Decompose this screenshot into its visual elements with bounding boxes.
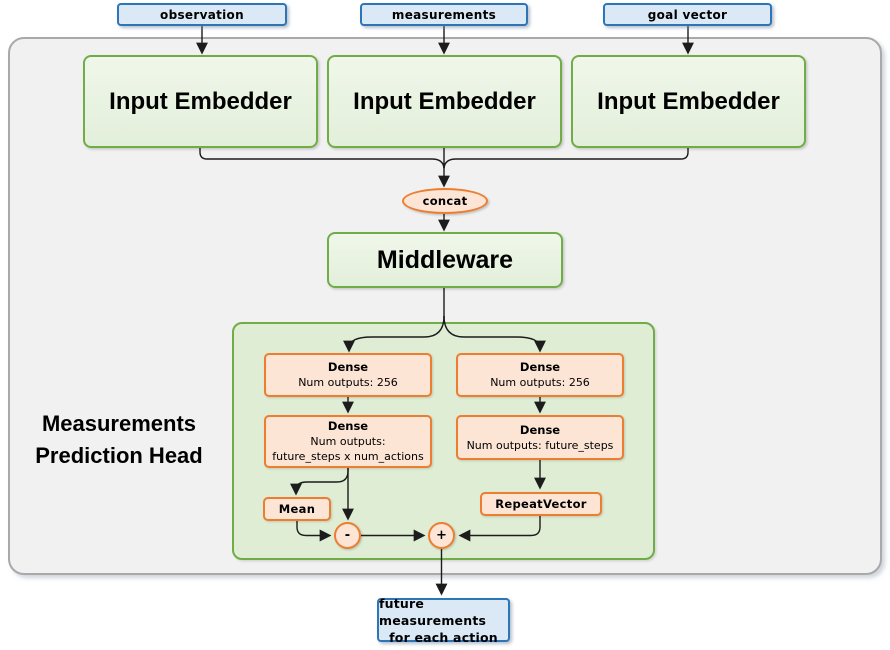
- input-box-observation: observation: [117, 3, 287, 26]
- input-label: observation: [160, 7, 244, 22]
- concat-label: concat: [422, 194, 468, 208]
- minus-node: -: [334, 522, 361, 549]
- middleware-box: Middleware: [327, 232, 563, 288]
- dense-title: Dense: [519, 422, 561, 437]
- mean-label: Mean: [278, 502, 316, 516]
- prediction-head-title-line1: Measurements: [41, 411, 197, 436]
- input-box-goal-vector: goal vector: [603, 3, 772, 26]
- dense-subtitle: Num outputs: 256: [490, 376, 590, 389]
- minus-label: -: [344, 528, 351, 543]
- dense-left-2: Dense Num outputs: future_steps x num_ac…: [264, 415, 432, 468]
- dense-title: Dense: [327, 360, 369, 374]
- input-box-measurements: measurements: [360, 3, 528, 26]
- input-embedder-3: Input Embedder: [571, 55, 806, 148]
- middleware-label: Middleware: [376, 245, 514, 274]
- prediction-head-title: Measurements Prediction Head: [14, 408, 224, 472]
- dense-right-1: Dense Num outputs: 256: [456, 353, 624, 397]
- dense-right-2: Dense Num outputs: future_steps: [456, 415, 624, 460]
- repeat-vector-label: RepeatVector: [495, 497, 587, 511]
- input-embedder-2: Input Embedder: [327, 55, 562, 148]
- plus-label: +: [436, 528, 447, 543]
- mean-box: Mean: [263, 497, 331, 521]
- input-label: measurements: [391, 7, 497, 22]
- plus-node: +: [428, 522, 455, 549]
- dense-title: Dense: [327, 419, 369, 433]
- embedder-label: Input Embedder: [353, 87, 536, 115]
- dense-subtitle2: future_steps x num_actions: [272, 450, 424, 463]
- dense-title: Dense: [519, 360, 561, 374]
- output-box: future measurements for each action: [377, 595, 510, 645]
- dense-left-1: Dense Num outputs: 256: [264, 353, 432, 397]
- embedder-label: Input Embedder: [597, 87, 780, 115]
- input-label: goal vector: [647, 7, 728, 22]
- input-embedder-1: Input Embedder: [83, 55, 318, 148]
- dense-subtitle: Num outputs: future_steps: [466, 438, 614, 452]
- embedder-label: Input Embedder: [109, 87, 292, 115]
- repeat-vector-box: RepeatVector: [480, 492, 602, 516]
- concat-ellipse: concat: [402, 188, 488, 214]
- output-line2: for each action: [389, 629, 498, 645]
- dense-subtitle: Num outputs: 256: [298, 376, 398, 389]
- prediction-head-title-line2: Prediction Head: [35, 443, 203, 468]
- output-line1: future measurements: [379, 595, 487, 628]
- dense-subtitle: Num outputs:: [310, 435, 386, 448]
